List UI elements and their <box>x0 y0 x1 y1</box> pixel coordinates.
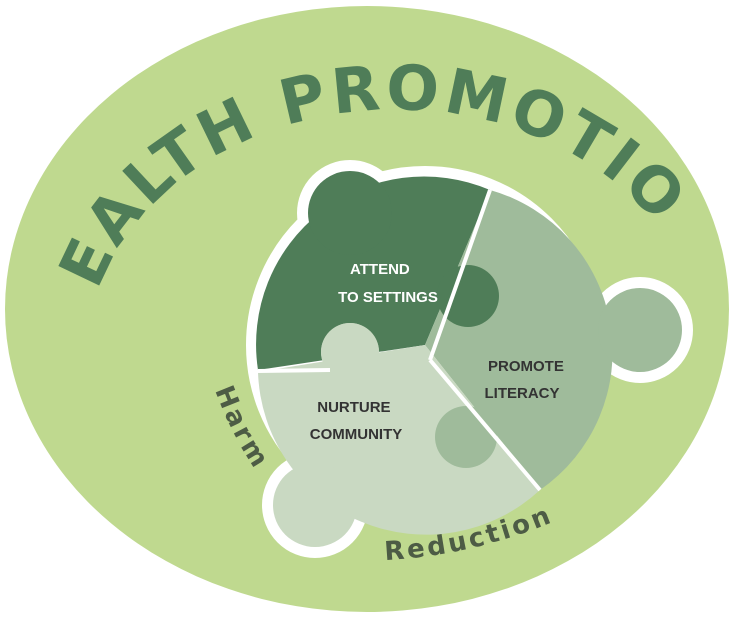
attend-label-line2: TO SETTINGS <box>338 289 438 306</box>
nurture-label: NURTURE COMMUNITY <box>310 399 403 443</box>
promote-label-line2: LITERACY <box>485 385 560 402</box>
nurture-label-line2: COMMUNITY <box>310 426 403 443</box>
attend-label: ATTEND TO SETTINGS <box>338 261 438 306</box>
attend-label-line1: ATTEND <box>350 261 410 278</box>
nurture-label-line1: NURTURE <box>317 399 390 416</box>
puzzle: ATTEND TO SETTINGS PROMOTE LITERACY NURT… <box>246 160 693 558</box>
promote-label: PROMOTE LITERACY <box>485 358 569 402</box>
promote-label-line1: PROMOTE <box>488 358 564 375</box>
piece-nurture <box>258 323 540 547</box>
